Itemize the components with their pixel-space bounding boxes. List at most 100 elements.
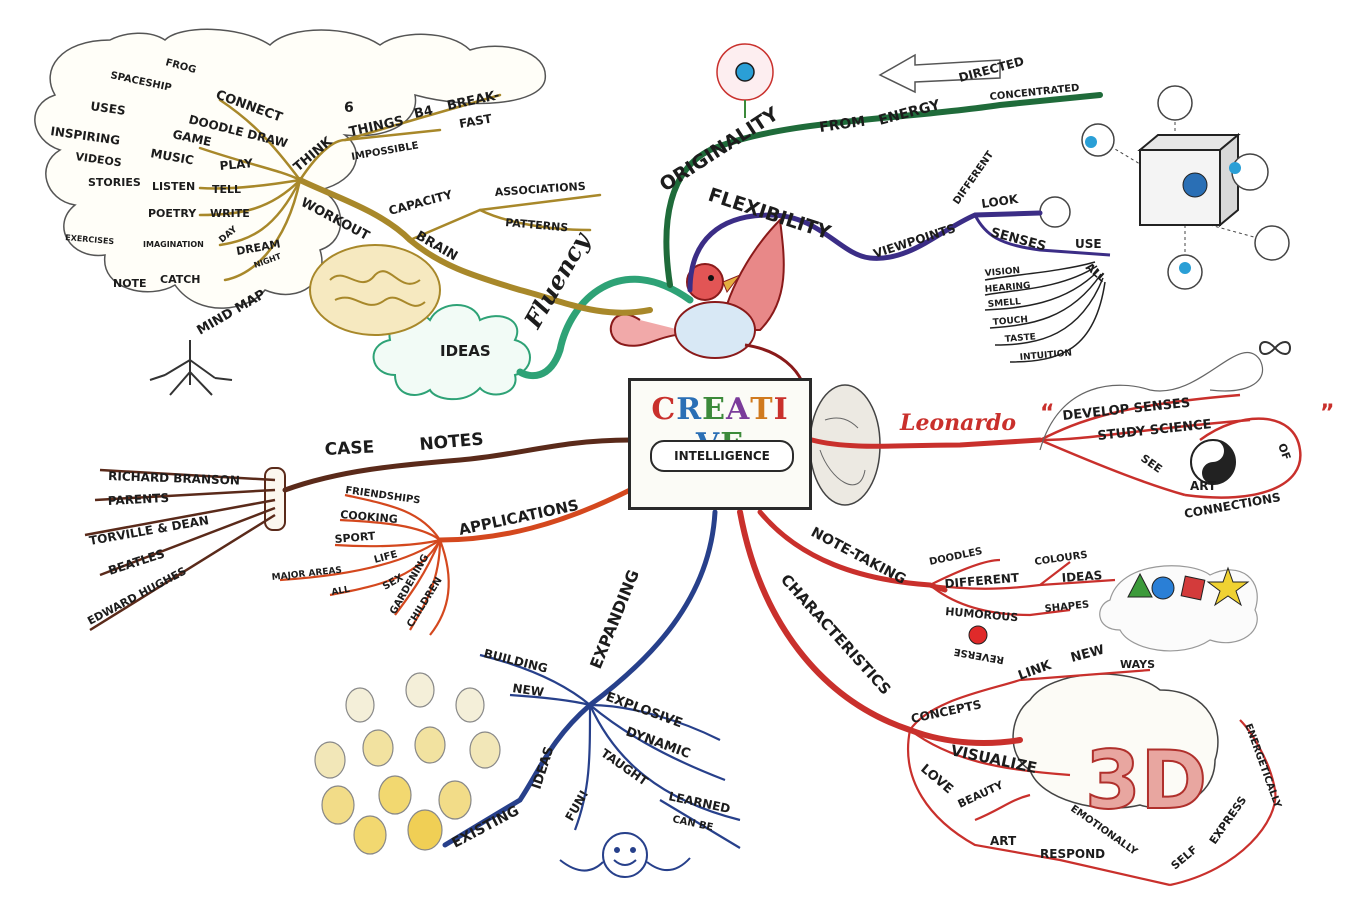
label-tell: TELL [212,183,241,196]
shapes-cloud [1099,565,1258,652]
label-ways: WAYS [1120,658,1155,671]
label-notes: NOTES [419,429,485,455]
label-imagination: IMAGINATION [143,240,204,249]
branch-fluency [516,275,694,380]
label-capacity: CAPACITY [387,187,454,217]
branch-applications [437,487,633,543]
case-name-1: PARENTS [107,491,169,508]
label-shapes: SHAPES [1044,599,1090,615]
label-senses: SENSES [989,225,1048,254]
label-viewpoints: VIEWPOINTS [872,221,958,261]
label-note-taking: NOTE-TAKING [808,524,908,587]
bird-icon [609,217,807,391]
brain-icon [309,244,441,336]
label-hearing: HEARING [984,281,1031,295]
branch-characteristics [737,509,1023,746]
infinity-icon [1258,341,1292,355]
branch-leonardo [809,437,1043,449]
label-taste: TASTE [1004,332,1036,345]
shape-star-icon [1206,566,1250,607]
central-title-letter: E [702,392,727,427]
label-directed: DIRECTED [957,54,1025,85]
label-see: SEE [1138,452,1164,476]
label-play: PLAY [219,156,254,173]
label-all-apps: ALL [331,585,351,598]
label-different-notes: DIFFERENT [944,570,1020,591]
case-name-0: RICHARD BRANSON [108,469,240,488]
senses-lines [984,261,1106,363]
branch-senses [973,214,1111,257]
label-quote-close: ” [1320,401,1334,426]
label-exercises: EXERCISES [65,233,115,246]
branch-originality [663,92,1103,288]
eyes-cube-icon [1039,85,1290,290]
label-major-areas: MAJOR AREAS [271,566,342,583]
label-stories: STORIES [88,176,141,189]
label-use: USE [1075,237,1102,251]
label-learned: LEARNED [667,789,731,816]
workout-twigs [198,93,602,282]
note-taking-twigs [929,558,1116,617]
label-note: NOTE [113,277,147,290]
label-associations: ASSOCIATIONS [494,180,586,199]
smiley-figure-icon [559,832,691,878]
arrow-outline-icon [878,53,1001,94]
shape-triangle-icon [1127,572,1153,598]
label-can-be: CAN BE [671,814,714,833]
label-self: SELF [1169,843,1200,872]
central-title-letter: T [750,392,774,427]
label-energetically: ENERGETICALLY [1242,722,1283,810]
flower-icon [716,43,774,118]
label-expanding: EXPANDING [586,567,643,672]
label-leonardo: Leonardo [899,410,1016,436]
central-title-letter: C [651,392,677,427]
label-respond: RESPOND [1040,847,1105,861]
label-look: LOOK [980,192,1019,211]
label-taught: TAUGHT [598,746,651,789]
label-express: EXPRESS [1207,794,1249,847]
shape-circle-icon [1151,576,1175,600]
label-love: LOVE [917,762,955,798]
label-patterns: PATTERNS [505,216,569,234]
tree-roots-icon [149,340,233,396]
branch-note-taking [757,509,948,593]
label-smell: SMELL [987,297,1021,310]
central-title-letter: A [726,392,751,427]
label-reverse: REVERSE [953,645,1005,665]
label-touch: TOUCH [992,315,1028,328]
label-fast: FAST [458,111,494,131]
label-poetry: POETRY [148,207,197,220]
label-uses: USES [90,99,127,118]
red-ball-icon [968,625,988,645]
label-of: OF [1275,442,1293,462]
branch-brain [297,177,653,316]
central-subtitle: INTELLIGENCE [650,440,794,472]
label-art-leonardo: ART [1190,479,1217,493]
expanding-twigs [479,653,741,849]
leonardo-loop [1039,352,1264,451]
label-dynamic: DYNAMIC [624,725,693,762]
label-from: FROM [818,114,866,136]
label-case: CASE [324,437,374,460]
leonardo-twigs [1039,393,1302,499]
case-name-3: BEATLES [107,546,167,577]
label-catch: CATCH [160,273,201,286]
label-humorous: HUMOROUS [945,605,1019,624]
label-ideas-notes: IDEAS [1061,568,1102,585]
label-ideas-cloud: IDEAS [440,342,491,360]
label-intuition: INTUITION [1019,348,1072,363]
label-vision: VISION [984,266,1020,279]
label-b4: B4 [413,103,435,122]
branch-case-notes [282,437,633,493]
case-notes-twigs [84,468,276,632]
label-energy: ENERGY [877,97,943,129]
branch-expanding [442,509,718,848]
central-title-letter: I [773,392,789,427]
label-characteristics: CHARACTERISTICS [777,571,895,699]
label-3d: 3D [1085,734,1207,827]
shape-square-icon [1180,575,1206,601]
label-art-char: ART [990,834,1017,848]
label-new-expanding: NEW [512,681,545,699]
characteristics-twigs [907,668,1277,887]
